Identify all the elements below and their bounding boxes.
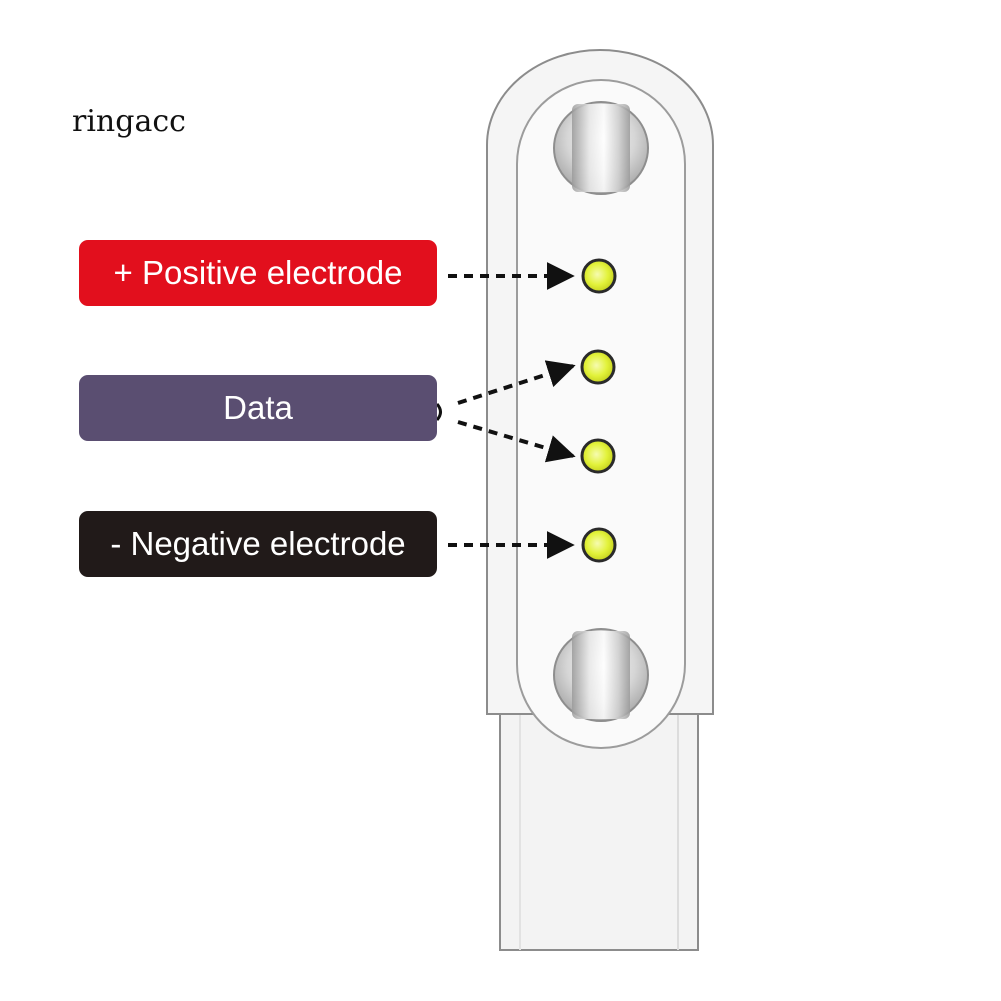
data-pin-2 [580, 438, 616, 474]
data-arrow-1 [457, 360, 576, 405]
positive-electrode-label: + Positive electrode [79, 240, 437, 306]
data-text: Data [223, 389, 293, 426]
data-arrow-2 [457, 420, 576, 463]
data-label: Data [79, 375, 437, 441]
top-magnet [553, 101, 649, 195]
negative-electrode-label: - Negative electrode [79, 511, 437, 577]
watermark-text: ringacc [72, 104, 186, 139]
data-pin-1 [580, 349, 616, 385]
positive-electrode-text: + Positive electrode [113, 254, 403, 291]
bottom-magnet [553, 628, 649, 722]
data-arrow-tail [435, 403, 442, 421]
negative-pin [581, 527, 617, 563]
positive-pin [581, 258, 617, 294]
negative-electrode-text: - Negative electrode [110, 525, 406, 562]
